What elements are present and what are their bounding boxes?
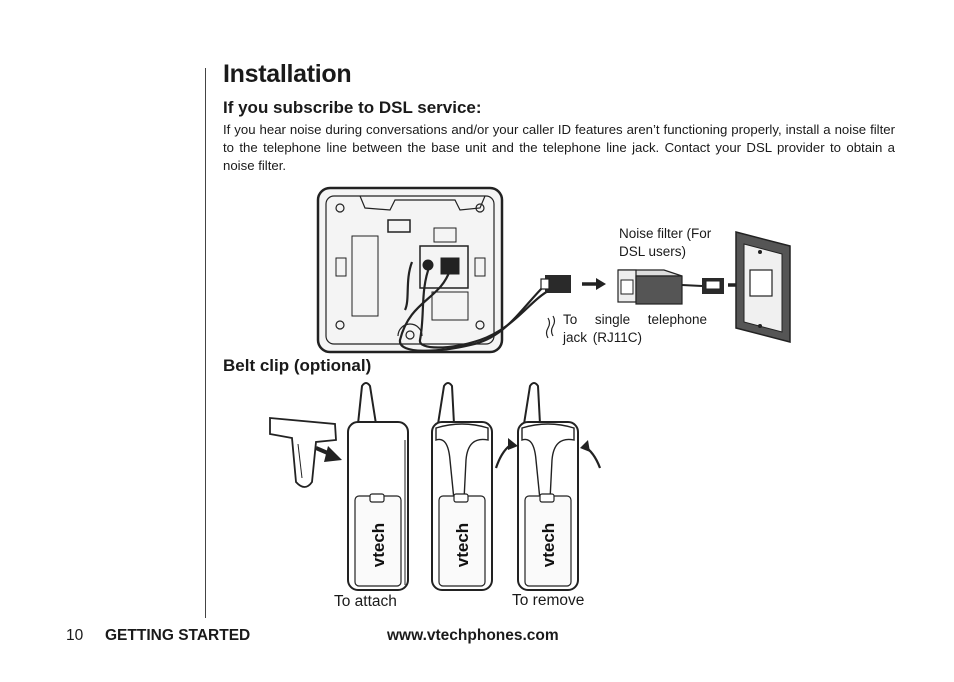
belt-clip-heading: Belt clip (optional)	[223, 356, 372, 375]
telephone-cords	[398, 261, 551, 352]
handset-2	[431, 382, 493, 591]
arrow-head-icon	[596, 278, 606, 290]
noise-filter-label: Noise filter (For DSL users)	[619, 226, 712, 259]
plug-left	[540, 275, 571, 293]
page-title: Installation	[223, 60, 352, 88]
page-number: 10	[66, 627, 84, 644]
section-name: GETTING STARTED	[105, 627, 251, 644]
handset-1	[347, 382, 409, 591]
dsl-paragraph: If you hear noise during conversations a…	[223, 122, 895, 173]
plug-right	[702, 278, 724, 294]
arrow-head-icon	[324, 446, 342, 462]
belt-clip-illustration	[269, 417, 337, 488]
vtech-logo-3: vtech	[539, 523, 558, 567]
noise-filter-device	[617, 269, 683, 305]
cord-break-icon	[545, 315, 556, 339]
handset-3	[517, 382, 579, 591]
website-link[interactable]: www.vtechphones.com	[387, 627, 559, 644]
dsl-heading: If you subscribe to DSL service:	[223, 98, 482, 117]
jack-label: To single telephone jack (RJ11C)	[563, 312, 707, 345]
vtech-logo-1: vtech	[369, 523, 388, 567]
vtech-logo-2: vtech	[453, 523, 472, 567]
attach-caption: To attach	[334, 593, 397, 610]
remove-caption: To remove	[512, 592, 585, 609]
arrow-head-icon	[580, 440, 590, 452]
wall-jack-illustration	[735, 231, 791, 343]
margin-rule	[205, 68, 206, 618]
arrow-head-icon	[508, 438, 518, 450]
